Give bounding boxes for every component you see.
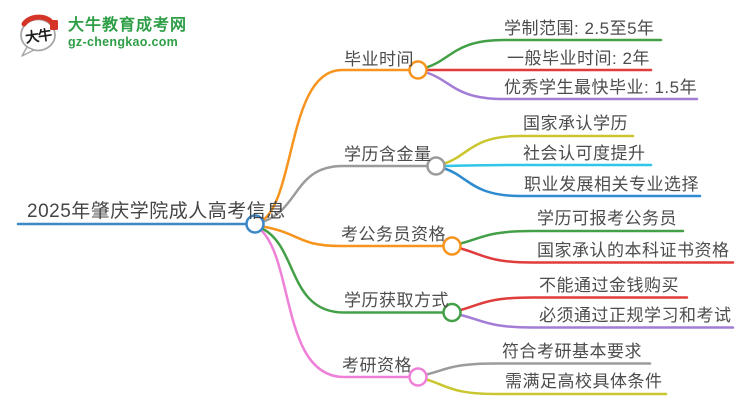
branch1-leaf3-label: 优秀学生最快毕业: 1.5年 [504, 78, 698, 97]
branch2-leaf1-label: 国家承认学历 [523, 114, 628, 133]
branch1-label: 毕业时间 [344, 50, 414, 69]
branch2-leaf1-line [443, 134, 635, 165]
branch3-node-circle [442, 236, 462, 256]
branch2-leaf2-line [443, 163, 653, 168]
branch2-curve [261, 164, 429, 224]
branch3-leaf2-line [459, 247, 735, 264]
branch5-leaf1-line [425, 362, 652, 376]
branch4-leaf2-line [459, 313, 735, 329]
branch1-leaf2-label: 一般毕业时间: 2年 [507, 49, 650, 68]
branch5-leaf1-label: 符合考研基本要求 [502, 342, 642, 361]
branch4-leaf1-label: 不能通过金钱购买 [539, 276, 679, 295]
branch1-leaf3-line [425, 71, 699, 101]
branch1-node-circle [408, 60, 428, 80]
branch1-curve [261, 68, 411, 222]
branch5-node-circle [408, 367, 428, 387]
branch3-leaf2-label: 国家承认的本科证书资格 [537, 241, 730, 260]
branch4-leaf2-label: 必须通过正规学习和考试 [539, 306, 732, 325]
branch3-label: 考公务员资格 [341, 225, 446, 244]
branch2-label: 学历含金量 [344, 145, 432, 164]
branch5-leaf2-line [425, 378, 668, 396]
branch5-curve [259, 228, 411, 379]
root-node-circle [245, 214, 265, 234]
branch3-curve [261, 225, 445, 248]
branch3-leaf1-label: 学历可报考公务员 [537, 209, 677, 228]
branch4-label: 学历获取方式 [344, 291, 449, 310]
branch2-leaf2-label: 社会认可度提升 [523, 144, 646, 163]
branch2-leaf3-label: 职业发展相关专业选择 [524, 175, 699, 194]
brand-name: 大牛教育成考网 [68, 17, 188, 34]
logo: 大牛 大牛教育成考网 gz-chengkao.com [14, 8, 187, 58]
logo-bubble-text: 大牛 [24, 26, 53, 46]
logo-bubble-icon: 大牛 [20, 14, 58, 57]
branch4-node-circle [442, 302, 462, 323]
branch1-leaf1-label: 学制范围: 2.5至5年 [504, 19, 655, 38]
branch1-leaf1-line [425, 38, 663, 69]
branch2-leaf3-line [443, 167, 702, 198]
branch4-curve [260, 227, 445, 314]
branch5-leaf2-label: 需满足高校具体条件 [505, 372, 663, 391]
root-node-label: 2025年肇庆学院成人高考信息 [27, 201, 286, 222]
branch2-node-circle [426, 156, 446, 176]
branch3-leaf1-line [459, 229, 685, 245]
branch5-label: 考研资格 [342, 356, 412, 375]
brand-domain: gz-chengkao.com [68, 35, 179, 49]
branch4-leaf1-line [459, 296, 689, 312]
